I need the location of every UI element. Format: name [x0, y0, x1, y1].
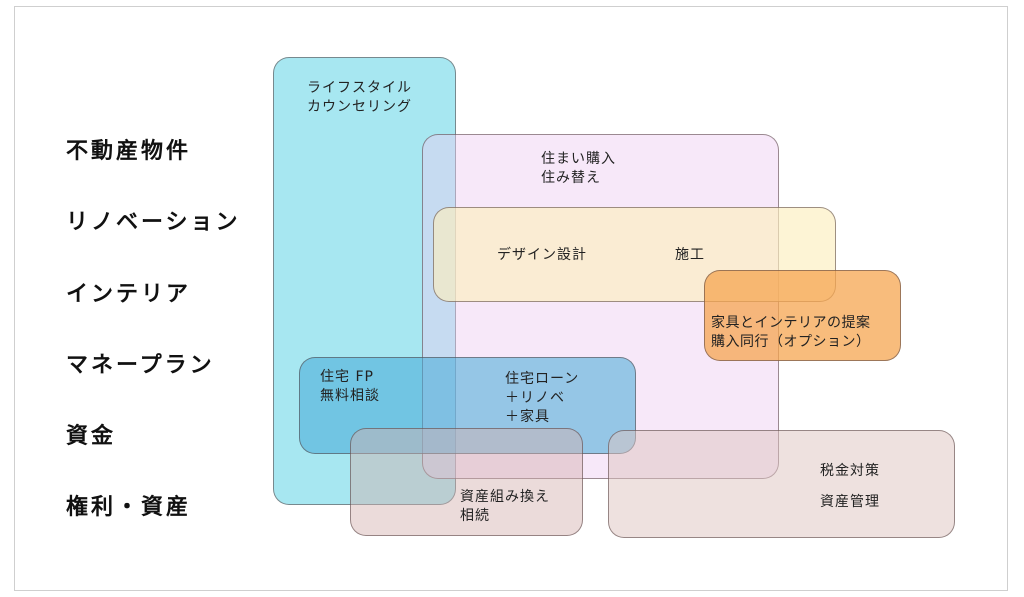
tax-measures-label: 税金対策 — [820, 463, 880, 479]
row-label-rights-assets: 権利・資産 — [66, 495, 192, 520]
row-label-funds: 資金 — [66, 424, 117, 449]
construction-label: 施工 — [675, 247, 705, 263]
row-label-money-plan: マネープラン — [66, 353, 215, 378]
purchase-line-1: 住まい購入 — [541, 151, 616, 167]
loan-line-3: ＋家具 — [505, 409, 550, 425]
asset-management-label: 資産管理 — [820, 494, 880, 510]
lifestyle-line-2: カウンセリング — [307, 99, 412, 115]
loan-line-1: 住宅ローン — [505, 371, 580, 387]
housing-loan-text: 住宅ローン ＋リノベ ＋家具 — [505, 370, 579, 427]
row-label-renovation: リノベーション — [66, 210, 241, 235]
asset-reorganization-text: 資産組み換え 相続 — [460, 488, 550, 526]
reorg-line-2: 相続 — [460, 508, 490, 524]
lifestyle-counseling-text: ライフスタイル カウンセリング — [307, 79, 412, 117]
home-purchase-text: 住まい購入 住み替え — [541, 150, 616, 188]
design-label: デザイン設計 — [497, 247, 587, 263]
furniture-line-2: 購入同行（オプション） — [711, 334, 871, 350]
housing-fp-text: 住宅 FP 無料相談 — [320, 368, 380, 406]
box-tax-asset-management — [608, 430, 955, 538]
lifestyle-line-1: ライフスタイル — [307, 80, 412, 96]
fp-line-1: 住宅 FP — [320, 369, 374, 385]
fp-line-2: 無料相談 — [320, 388, 380, 404]
furniture-line-1: 家具とインテリアの提案 — [711, 315, 871, 331]
loan-line-2: ＋リノベ — [505, 390, 565, 406]
furniture-proposal-text: 家具とインテリアの提案 購入同行（オプション） — [711, 314, 871, 352]
reorg-line-1: 資産組み換え — [460, 489, 550, 505]
box-furniture-proposal — [704, 270, 901, 361]
row-label-interior: インテリア — [66, 282, 192, 307]
box-asset-reorganization — [350, 428, 583, 536]
purchase-line-2: 住み替え — [541, 170, 601, 186]
row-label-real-estate: 不動産物件 — [66, 139, 192, 164]
